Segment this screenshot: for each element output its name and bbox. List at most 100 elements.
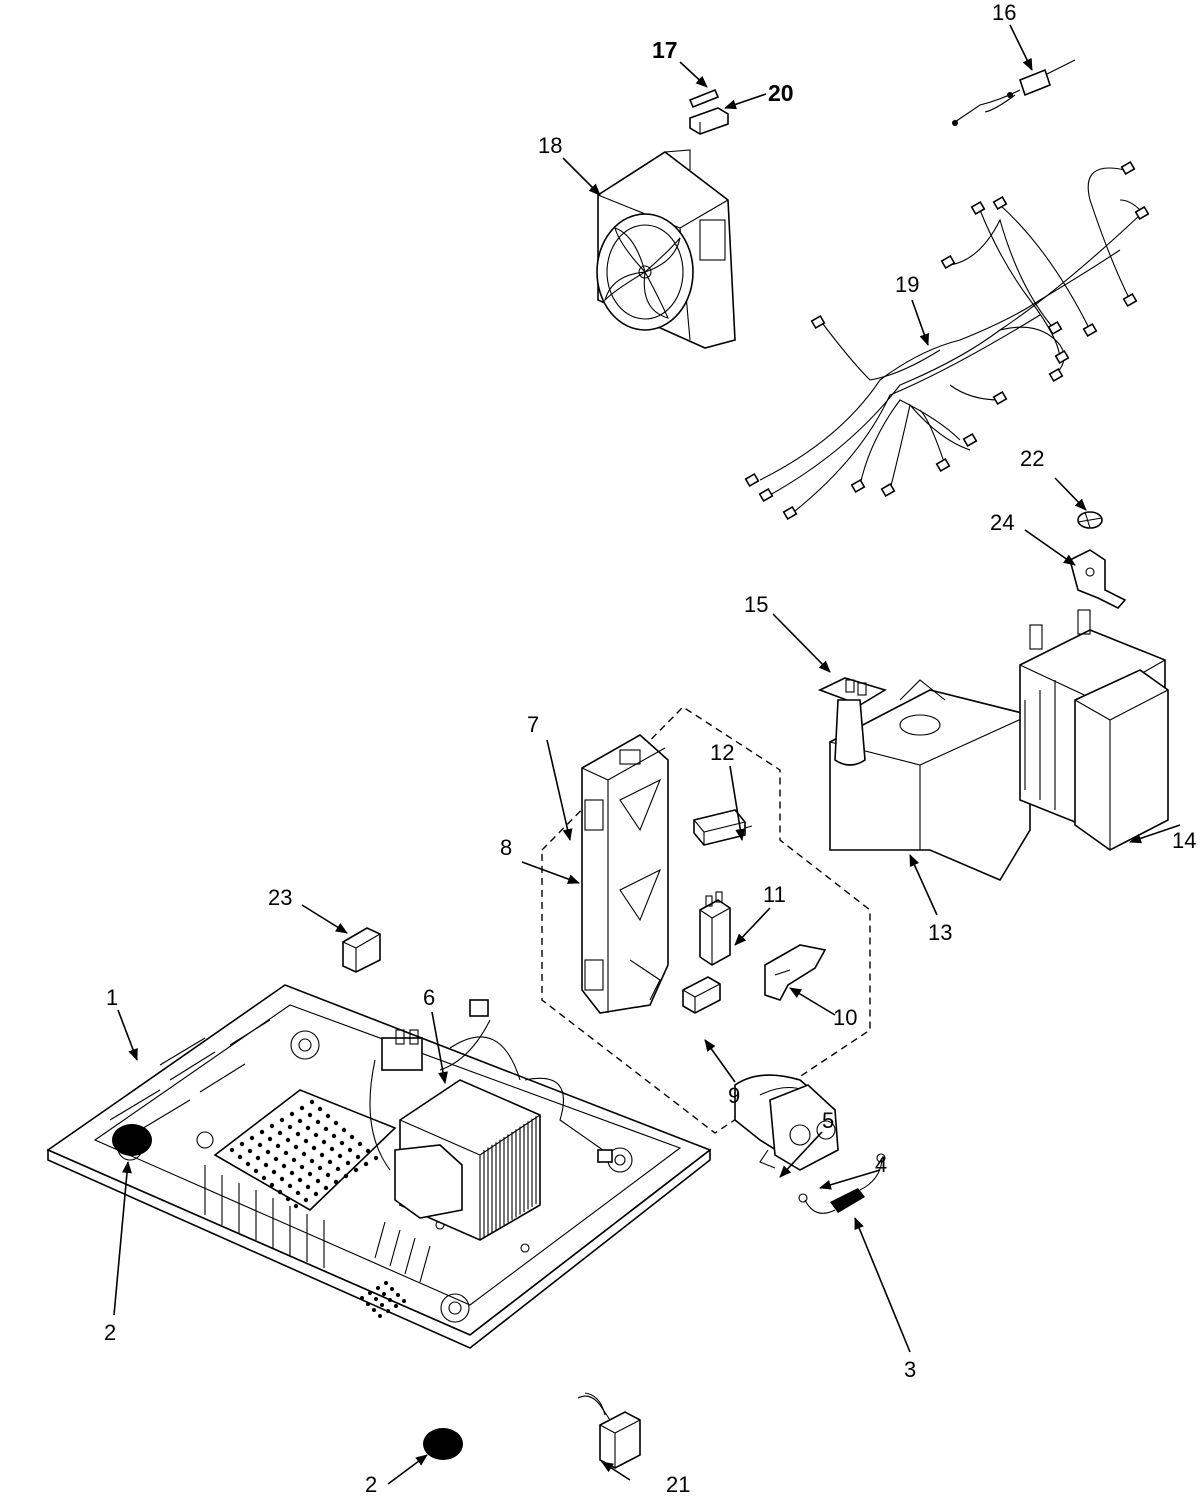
perforation-hole xyxy=(247,1148,253,1154)
vent-hole xyxy=(402,1299,406,1303)
vent-hole xyxy=(378,1314,382,1318)
part-11-switch[interactable] xyxy=(699,891,731,966)
harness-connector xyxy=(810,314,826,330)
part-22-clip[interactable] xyxy=(1077,511,1103,529)
perforation-hole xyxy=(253,1168,259,1174)
perforation-hole xyxy=(325,1113,331,1119)
perforation-hole xyxy=(309,1099,315,1105)
perforation-hole xyxy=(265,1149,271,1155)
part-20-relay[interactable] xyxy=(577,1392,641,1469)
callout-15: 15 xyxy=(744,592,768,617)
part-13-air-duct[interactable] xyxy=(829,679,1031,882)
vent-hole xyxy=(372,1308,376,1312)
perforation-hole xyxy=(293,1203,299,1209)
part-10-lever[interactable] xyxy=(764,944,827,1001)
perforation-hole xyxy=(303,1197,309,1203)
perforation-hole xyxy=(317,1106,323,1112)
perforation-hole xyxy=(259,1129,265,1135)
callout-19: 19 xyxy=(895,272,919,297)
part-3-diode[interactable] xyxy=(798,1153,886,1214)
perforation-hole xyxy=(313,1132,319,1138)
harness-connector xyxy=(1054,349,1070,365)
perforation-hole xyxy=(355,1154,361,1160)
perforation-hole xyxy=(289,1111,295,1117)
callout-17: 17 xyxy=(652,37,678,63)
callout-8: 8 xyxy=(500,835,512,860)
perforation-hole xyxy=(317,1165,323,1171)
callout-18: 18 xyxy=(538,133,562,158)
callout-1: 1 xyxy=(106,985,118,1010)
perforation-hole xyxy=(287,1183,293,1189)
part-21-fuse-holder[interactable] xyxy=(689,107,729,135)
part-base-plate[interactable] xyxy=(46,984,712,1349)
perforation-hole xyxy=(269,1182,275,1188)
part-4-capacitor-bracket[interactable] xyxy=(759,1084,839,1171)
harness-connector xyxy=(1120,160,1136,176)
perforation-hole xyxy=(285,1137,291,1143)
part-17-fuse[interactable] xyxy=(688,88,720,109)
vent-hole xyxy=(380,1303,384,1307)
part-12-switch[interactable] xyxy=(693,809,753,846)
perforation-hole xyxy=(267,1136,273,1142)
perforation-hole xyxy=(305,1184,311,1190)
perforation-hole xyxy=(373,1155,379,1161)
part-transformer-6[interactable] xyxy=(369,999,613,1241)
perforation-hole xyxy=(297,1177,303,1183)
perforation-hole xyxy=(345,1160,351,1166)
perforation-hole xyxy=(255,1155,261,1161)
perforation-hole xyxy=(337,1153,343,1159)
callout-20: 21 xyxy=(666,1472,690,1496)
part-9-switch[interactable] xyxy=(682,976,721,1014)
perforation-hole xyxy=(297,1118,303,1124)
perforation-hole xyxy=(323,1126,329,1132)
callout-12: 12 xyxy=(710,740,734,765)
callout-2b: 2 xyxy=(365,1472,377,1496)
perforation-hole xyxy=(331,1133,337,1139)
perforation-hole xyxy=(285,1196,291,1202)
perforation-hole xyxy=(349,1134,355,1140)
vent-hole xyxy=(366,1302,370,1306)
perforation-hole xyxy=(287,1124,293,1130)
perforation-hole xyxy=(293,1144,299,1150)
perforation-hole xyxy=(315,1178,321,1184)
part-18-fan-assembly[interactable] xyxy=(596,149,736,349)
part-19-wire-harness[interactable] xyxy=(744,160,1150,521)
perforation-hole xyxy=(257,1142,263,1148)
callout-22: 22 xyxy=(1020,446,1044,471)
part-foot-1[interactable] xyxy=(112,1124,152,1156)
vent-hole xyxy=(396,1293,400,1297)
vent-hole xyxy=(386,1309,390,1313)
perforation-hole xyxy=(279,1176,285,1182)
vent-hole xyxy=(390,1287,394,1291)
perforation-hole xyxy=(357,1141,363,1147)
vent-hole xyxy=(368,1291,372,1295)
harness-connector xyxy=(970,200,986,216)
perforation-hole xyxy=(299,1105,305,1111)
callout-14: 14 xyxy=(1172,828,1196,853)
vent-hole xyxy=(394,1304,398,1308)
perforation-hole xyxy=(333,1120,339,1126)
leader-lines xyxy=(113,24,1181,1485)
perforation-hole xyxy=(277,1130,283,1136)
harness-connector xyxy=(880,482,896,498)
part-8-latch-bracket[interactable] xyxy=(581,734,669,1014)
part-23-block[interactable] xyxy=(342,927,381,973)
perforation-hole xyxy=(325,1172,331,1178)
perforation-hole xyxy=(315,1119,321,1125)
harness-connector xyxy=(940,254,956,270)
perforation-hole xyxy=(281,1163,287,1169)
part-14-magnetron[interactable] xyxy=(1019,609,1169,851)
perforation-hole xyxy=(291,1157,297,1163)
perforation-hole xyxy=(339,1140,345,1146)
perforation-hole xyxy=(299,1164,305,1170)
perforation-hole xyxy=(261,1175,267,1181)
perforation-hole xyxy=(323,1185,329,1191)
callout-10: 10 xyxy=(833,1005,857,1030)
part-foot-2[interactable] xyxy=(423,1428,463,1460)
part-15-thermostat[interactable] xyxy=(817,677,887,766)
part-16-sensor-cord[interactable] xyxy=(952,59,1076,126)
perforation-hole xyxy=(263,1162,269,1168)
perforation-hole xyxy=(301,1151,307,1157)
part-24-bracket[interactable] xyxy=(1069,549,1127,609)
